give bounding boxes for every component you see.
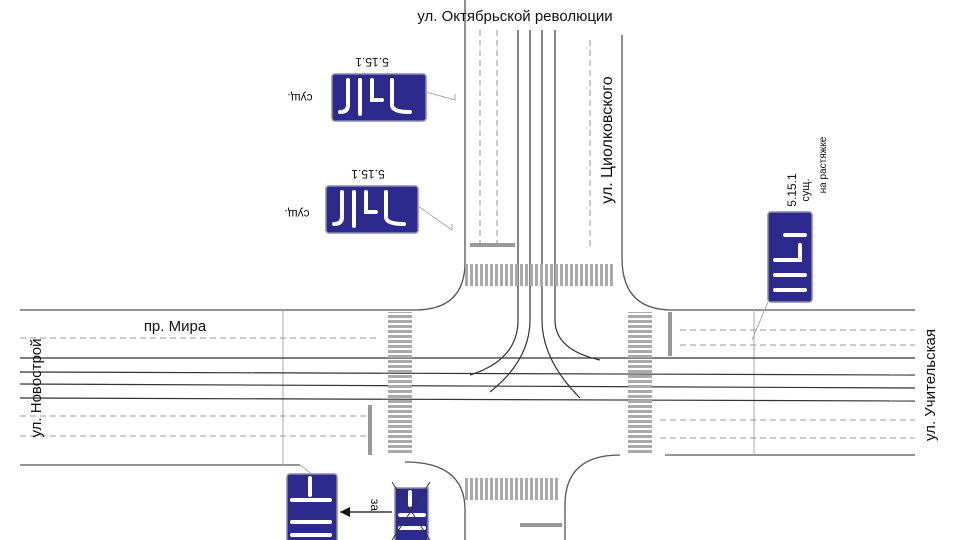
sign2-note: сущ. (284, 207, 309, 221)
sign3-code: 5.15.1 (785, 173, 799, 207)
crosswalk-north (465, 264, 615, 286)
sign1-note: сущ. (287, 91, 312, 105)
lane-sign-4 (286, 464, 392, 540)
vertical-lanes (368, 30, 672, 527)
lane-sign-3: 5.15.1 сущ. на растяжке (751, 136, 829, 341)
sign1-code: 5.15.1 (355, 55, 389, 69)
crosswalk-south (465, 478, 560, 500)
bottom-note: за (368, 499, 382, 512)
crosswalk-west (388, 312, 412, 455)
horizontal-lanes (19, 329, 916, 439)
sign2-code: 5.15.1 (351, 167, 385, 181)
crosswalks (388, 264, 652, 500)
street-label-novostroy: ул. Новострой (28, 338, 45, 437)
street-label-top: ул. Октябрьской революции (417, 8, 612, 25)
crosswalk-east (628, 312, 652, 455)
sign3-mount: на растяжке (818, 136, 829, 193)
lane-sign-2: 5.15.1 сущ. (284, 167, 453, 234)
street-label-tsiolkovskogo: ул. Циолковского (599, 76, 616, 203)
road-edges (20, 0, 915, 540)
sign3-note: сущ. (800, 178, 812, 201)
lane-sign-5-crossed: за (368, 481, 431, 540)
street-label-mira: пр. Мира (144, 318, 207, 335)
street-label-uchitelskaya: ул. Учительская (922, 329, 939, 441)
lane-sign-1: 5.15.1 сущ. (287, 55, 456, 122)
